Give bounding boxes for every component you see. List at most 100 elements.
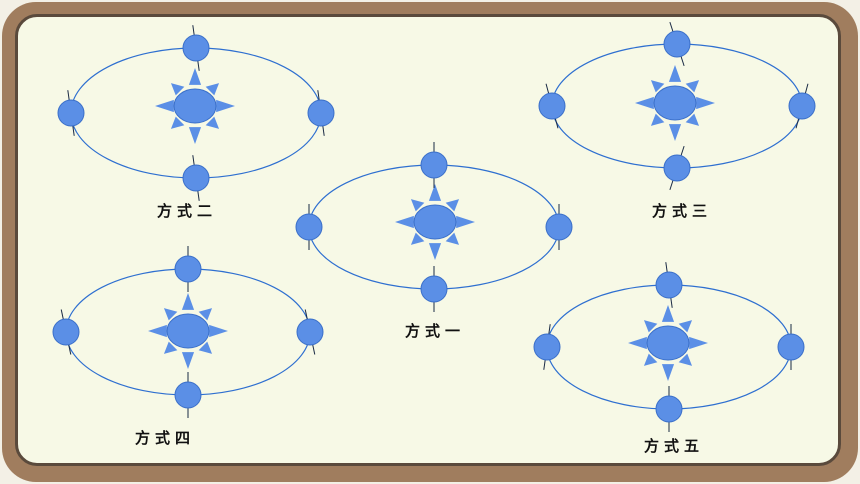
sun-ray	[650, 113, 665, 126]
sun-ray	[170, 83, 185, 96]
sun-ray	[428, 243, 442, 260]
sun-icon	[148, 293, 228, 369]
orbit-diagram-mode-4	[52, 246, 324, 418]
sun-ray	[643, 320, 658, 333]
planet-disc	[420, 275, 448, 303]
planet-icon	[307, 90, 335, 136]
sun-ray	[428, 184, 442, 201]
sun-ray	[155, 99, 174, 113]
planet-disc	[533, 333, 561, 361]
caption-mode-2: 方式二	[157, 202, 218, 220]
sun-ray	[170, 116, 185, 129]
sun-disc	[653, 85, 697, 121]
planet-disc	[777, 333, 805, 361]
sun-ray	[181, 293, 195, 310]
sun-disc	[413, 204, 457, 240]
planet-icon	[663, 21, 691, 67]
caption-mode-5: 方式五	[644, 437, 705, 455]
caption-mode-4: 方式四	[135, 429, 196, 447]
sun-ray	[205, 83, 220, 96]
planet-disc	[655, 271, 683, 299]
sun-ray	[643, 353, 658, 366]
sun-ray	[188, 127, 202, 144]
sun-ray	[685, 80, 700, 93]
planet-icon	[52, 309, 80, 355]
planet-icon	[663, 145, 691, 191]
planet-disc	[296, 318, 324, 346]
planet-disc	[295, 213, 323, 241]
sun-ray	[445, 232, 460, 245]
sun-ray	[661, 305, 675, 322]
sun-ray	[635, 96, 654, 110]
sun-ray	[696, 96, 715, 110]
board	[15, 14, 841, 466]
sun-ray	[628, 336, 647, 350]
sun-ray	[661, 364, 675, 381]
sun-ray	[163, 341, 178, 354]
sun-ray	[395, 215, 414, 229]
planet-disc	[182, 164, 210, 192]
sun-ray	[678, 320, 693, 333]
planet-icon	[174, 372, 202, 418]
planet-disc	[57, 99, 85, 127]
sun-icon	[635, 65, 715, 141]
planet-icon	[655, 262, 683, 308]
caption-mode-3: 方式三	[652, 202, 713, 220]
sun-icon	[395, 184, 475, 260]
planet-disc	[538, 92, 566, 120]
planet-disc	[788, 92, 816, 120]
planet-disc	[182, 34, 210, 62]
sun-disc	[173, 88, 217, 124]
sun-icon	[155, 68, 235, 144]
sun-ray	[456, 215, 475, 229]
planet-icon	[420, 266, 448, 312]
sun-ray	[678, 353, 693, 366]
planet-icon	[295, 204, 323, 250]
sun-disc	[166, 313, 210, 349]
planet-icon	[182, 25, 210, 71]
sun-ray	[188, 68, 202, 85]
planet-icon	[533, 324, 561, 370]
planet-disc	[174, 255, 202, 283]
sun-ray	[410, 232, 425, 245]
planet-disc	[420, 151, 448, 179]
sun-ray	[689, 336, 708, 350]
planet-icon	[777, 324, 805, 370]
planet-icon	[296, 309, 324, 355]
sun-ray	[685, 113, 700, 126]
planet-disc	[663, 154, 691, 182]
planet-icon	[57, 90, 85, 136]
sun-ray	[668, 124, 682, 141]
sun-ray	[148, 324, 167, 338]
planet-disc	[545, 213, 573, 241]
sun-icon	[628, 305, 708, 381]
sun-ray	[668, 65, 682, 82]
planet-disc	[663, 30, 691, 58]
planet-icon	[174, 246, 202, 292]
planet-disc	[307, 99, 335, 127]
sun-ray	[445, 199, 460, 212]
sun-disc	[646, 325, 690, 361]
planet-icon	[545, 204, 573, 250]
sun-ray	[198, 341, 213, 354]
sun-ray	[209, 324, 228, 338]
sun-ray	[216, 99, 235, 113]
planet-icon	[655, 386, 683, 432]
orbit-diagram-mode-5	[533, 262, 805, 432]
planet-icon	[420, 142, 448, 188]
planet-disc	[655, 395, 683, 423]
planet-disc	[52, 318, 80, 346]
planet-icon	[788, 83, 816, 129]
sun-ray	[205, 116, 220, 129]
planet-icon	[538, 83, 566, 129]
caption-mode-1: 方式一	[405, 322, 466, 340]
sun-ray	[181, 352, 195, 369]
sun-ray	[198, 308, 213, 321]
sun-ray	[410, 199, 425, 212]
planet-disc	[174, 381, 202, 409]
orbit-diagram-mode-1	[295, 142, 573, 312]
orbit-diagram-mode-3	[538, 21, 816, 191]
sun-ray	[163, 308, 178, 321]
orbit-diagram-mode-2	[57, 25, 335, 201]
